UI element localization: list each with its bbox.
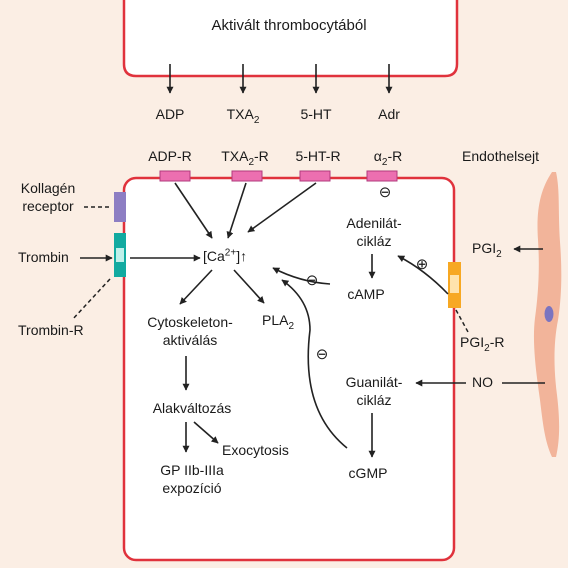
ht-receptor-shape [299, 170, 331, 182]
mediator-adr-text: Adr [378, 106, 400, 122]
calcium-close: ]↑ [236, 248, 248, 264]
mediator-adp: ADP [156, 106, 185, 123]
txa2-receptor-pre: TXA [221, 148, 249, 164]
cytoskeleton-line2: aktiválás [162, 332, 218, 348]
gp-label-line2: expozíció [162, 480, 222, 496]
pgi2-sub: 2 [496, 248, 502, 260]
camp-label: cAMP [347, 286, 385, 302]
pgi2-activation-sign: ⊕ [415, 256, 429, 273]
kollagen-receptor-shape [114, 192, 126, 222]
pgi2-r-post: -R [489, 334, 505, 350]
shape-change-label: Alakváltozás [152, 400, 232, 416]
ht-receptor-text: 5-HT-R [295, 148, 341, 164]
ht-receptor-label: 5-HT-R [295, 148, 340, 165]
kollagen-label-line1: Kollagén [20, 180, 76, 196]
txa2-receptor-sub: 2 [248, 156, 255, 168]
mediator-5ht-text: 5-HT [300, 106, 332, 122]
mediator-adr: Adr [378, 106, 400, 123]
calcium-label: [Ca2+]↑ [203, 248, 247, 265]
guanylate-cyclase-line2: cikláz [356, 392, 392, 408]
pla2-pre: PLA [262, 312, 289, 328]
alpha2-receptor-label: α2-R [373, 148, 403, 168]
cgmp-label: cGMP [348, 465, 388, 481]
cgmp-inhibition-sign: ⊖ [315, 346, 329, 363]
adp-receptor-text: ADP-R [148, 148, 192, 164]
endothelium-label: Endothelsejt [462, 148, 540, 164]
adp-receptor-shape [159, 170, 191, 182]
kollagen-label-line2: receptor [22, 198, 74, 214]
adenylate-cyclase-line2: cikláz [356, 233, 392, 249]
pgi2-pre: PGI [472, 240, 497, 256]
platelet-cell [122, 176, 456, 562]
pgi2-r-label: PGI2-R [460, 334, 505, 354]
calcium-open: [Ca [203, 248, 225, 264]
pgi2-r-pre: PGI [460, 334, 485, 350]
nucleus-shape [544, 306, 554, 322]
pgi2-label: PGI2 [472, 240, 502, 260]
trombin-r-label: Trombin-R [18, 322, 84, 338]
txa2-receptor-label: TXA2-R [221, 148, 269, 168]
exocytosis-label: Exocytosis [222, 442, 289, 458]
txa2-receptor-post: -R [254, 148, 269, 164]
mediator-5ht: 5-HT [300, 106, 331, 123]
cytoskeleton-line1: Cytoskeleton- [147, 314, 233, 330]
activated-platelet-box [122, 0, 459, 78]
txa2-receptor-shape [231, 170, 263, 182]
pla2-label: PLA2 [262, 312, 295, 332]
pgi2-r-sub: 2 [484, 342, 490, 354]
mediator-txa2-sub: 2 [253, 114, 260, 126]
trombin-label: Trombin [18, 249, 69, 265]
mediator-txa2: TXA2 [226, 106, 260, 126]
gp-label-line1: GP IIb-IIIa [160, 462, 224, 478]
adp-receptor-label: ADP-R [148, 148, 192, 165]
alpha2-receptor-post: -R [387, 148, 403, 164]
pla2-sub: 2 [288, 320, 295, 332]
alpha2-inhibition-sign: ⊖ [378, 184, 392, 201]
guanylate-cyclase-line1: Guanilát- [345, 374, 403, 390]
mediator-adp-text: ADP [155, 106, 185, 122]
mediator-txa2-text: TXA [226, 106, 254, 122]
camp-inhibition-sign: ⊖ [305, 272, 319, 289]
alpha2-receptor-pre: α [373, 148, 382, 164]
no-label: NO [472, 374, 493, 390]
adenylate-cyclase-line1: Adenilát- [346, 215, 402, 231]
calcium-sup: 2+ [224, 247, 237, 259]
activated-platelet-title: Aktivált thrombocytából [211, 17, 367, 34]
alpha2-receptor-sub: 2 [381, 156, 388, 168]
alpha2-receptor-shape [366, 170, 398, 182]
